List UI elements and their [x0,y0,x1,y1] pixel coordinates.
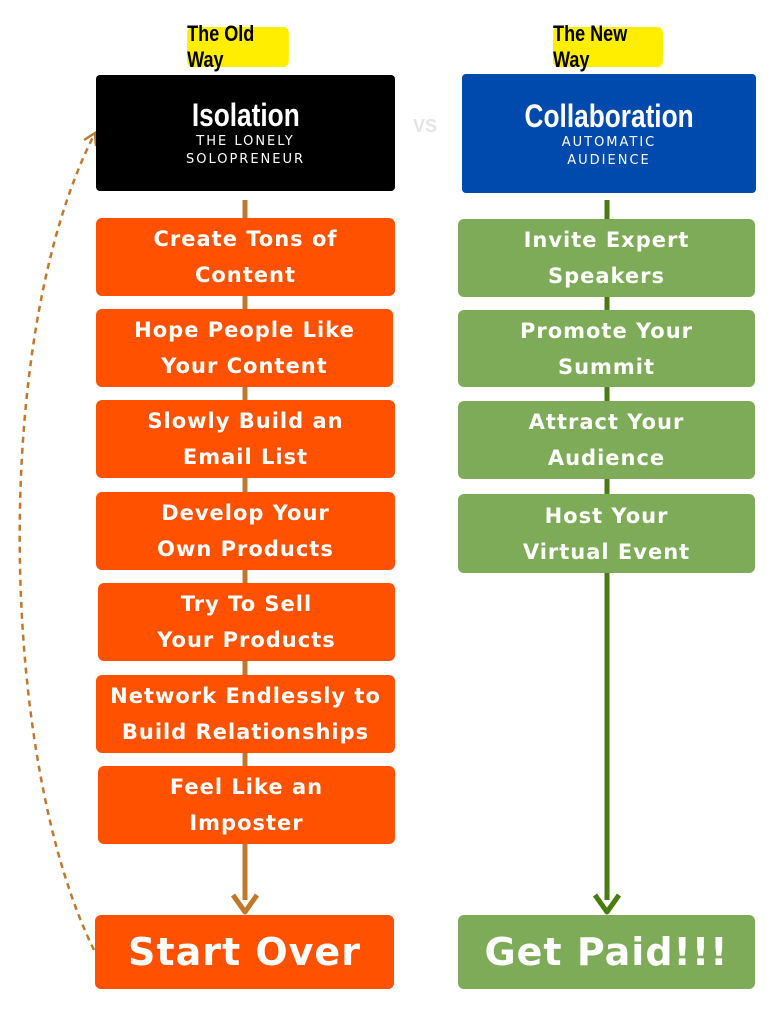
new-way-tag-label: The New Way [553,21,628,72]
old-way-tag: The Old Way [187,21,289,72]
old-step-2: Hope People Like Your Content [96,309,393,387]
new-step-2: Promote Your Summit [458,310,755,387]
start-over-box: Start Over [95,915,394,989]
new-way-header: Collaboration AUTOMATIC AUDIENCE [462,74,756,193]
old-way-tag-label: The Old Way [187,21,255,72]
new-step-3: Attract Your Audience [458,401,755,479]
loop-back-dashed-arrow [18,134,96,951]
old-way-arrowhead [230,893,260,915]
old-way-header: Isolation THE LONELY SOLOPRENEUR [96,75,395,191]
get-paid-box: Get Paid!!! [458,915,755,989]
new-way-arrowhead [592,893,622,915]
new-way-subtitle: AUTOMATIC AUDIENCE [561,134,657,168]
new-way-tag: The New Way [553,21,663,72]
old-way-subtitle: THE LONELY SOLOPRENEUR [185,134,306,167]
new-step-1: Invite Expert Speakers [458,219,755,297]
new-step-4: Host Your Virtual Event [458,494,755,573]
old-step-7: Feel Like an Imposter [98,766,395,844]
new-way-title: Collaboration [524,97,694,134]
old-step-1: Create Tons of Content [96,218,395,296]
old-way-title: Isolation [191,97,300,133]
old-step-4: Develop Your Own Products [96,492,395,570]
old-step-3: Slowly Build an Email List [96,400,395,478]
vs-label: VS [413,116,438,136]
old-step-6: Network Endlessly to Build Relationships [96,675,395,753]
old-step-5: Try To Sell Your Products [98,583,395,661]
loop-back-arrowhead [83,130,98,147]
